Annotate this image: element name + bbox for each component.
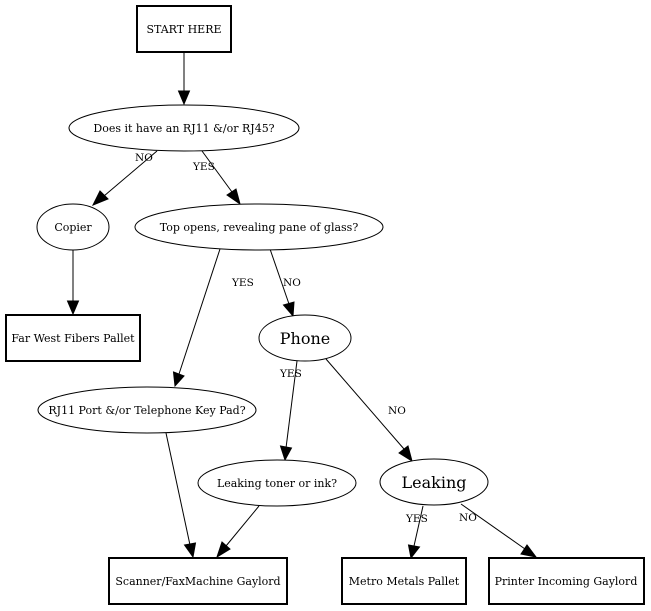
node-phone: Phone <box>258 314 352 362</box>
scanner-fax-box <box>108 557 288 605</box>
edge-rjport-to-scanner <box>165 432 191 546</box>
arrowhead <box>216 541 231 559</box>
node-top-opens: Top opens, revealing pane of glass? <box>134 203 384 251</box>
edge-label-top-yes: YES <box>231 277 254 289</box>
scanner-fax-label: Scanner/FaxMachine Gaylord <box>115 575 280 588</box>
top-opens-ellipse <box>134 203 384 251</box>
leaking-toner-ellipse <box>197 459 357 507</box>
rj-question-label: Does it have an RJ11 &/or RJ45? <box>93 122 274 135</box>
arrowhead <box>226 188 241 206</box>
printer-incoming-box <box>488 557 645 605</box>
arrowhead <box>183 542 197 559</box>
copier-label: Copier <box>54 221 92 234</box>
node-metro-metals: Metro Metals Pallet <box>341 557 467 605</box>
arrowhead <box>177 90 191 106</box>
arrowhead <box>91 190 109 206</box>
node-leaking-toner: Leaking toner or ink? <box>197 459 357 507</box>
top-opens-label: Top opens, revealing pane of glass? <box>160 221 359 234</box>
edge-topopens-to-rjport <box>178 248 221 375</box>
node-start: START HERE <box>136 5 232 53</box>
arrowhead <box>520 544 538 558</box>
edge-label-rj-no: NO <box>135 152 153 164</box>
edge-rj-to-copier <box>103 150 158 197</box>
phone-label: Phone <box>280 329 330 348</box>
arrowhead <box>66 300 80 316</box>
leaking-toner-label: Leaking toner or ink? <box>217 477 337 490</box>
arrowhead <box>279 445 293 462</box>
start-box <box>136 5 232 53</box>
edge-labels: NO YES YES NO YES NO YES NO <box>135 152 477 525</box>
node-copier: Copier <box>36 203 110 251</box>
edge-label-phone-yes: YES <box>279 368 302 380</box>
edge-label-rj-yes: YES <box>192 161 215 173</box>
edge-phone-to-leaking <box>325 358 405 450</box>
node-leaking: Leaking <box>379 458 489 506</box>
copier-ellipse <box>36 203 110 251</box>
metro-metals-label: Metro Metals Pallet <box>349 575 460 588</box>
edge-leaking-to-metro <box>413 505 424 547</box>
far-west-fibers-box <box>5 314 141 362</box>
edge-label-leaking-no: NO <box>459 512 477 524</box>
rj-question-ellipse <box>68 104 300 152</box>
arrowhead <box>407 544 421 560</box>
edge-label-leaking-yes: YES <box>405 513 428 525</box>
node-far-west-fibers: Far West Fibers Pallet <box>5 314 141 362</box>
node-rj-port: RJ11 Port &/or Telephone Key Pad? <box>37 386 257 434</box>
edges <box>66 52 538 560</box>
arrowhead <box>172 371 185 388</box>
printer-incoming-label: Printer Incoming Gaylord <box>495 575 638 588</box>
edge-phone-to-leaktoner <box>285 360 298 449</box>
node-scanner-fax: Scanner/FaxMachine Gaylord <box>108 557 288 605</box>
rj-port-label: RJ11 Port &/or Telephone Key Pad? <box>48 404 245 417</box>
phone-ellipse <box>258 314 352 362</box>
leaking-label: Leaking <box>402 473 467 492</box>
edge-leaktoner-to-scanner <box>225 505 260 547</box>
node-rj-question: Does it have an RJ11 &/or RJ45? <box>68 104 300 152</box>
rj-port-ellipse <box>37 386 257 434</box>
edge-label-top-no: NO <box>283 277 301 289</box>
edge-rj-to-topopens <box>201 150 233 193</box>
arrowhead <box>398 445 413 463</box>
start-label: START HERE <box>146 23 221 36</box>
edge-leaking-to-printer <box>460 503 526 550</box>
node-printer-incoming: Printer Incoming Gaylord <box>488 557 645 605</box>
edge-topopens-to-phone <box>269 248 290 305</box>
edge-label-phone-no: NO <box>388 405 406 417</box>
arrowhead <box>282 301 295 318</box>
metro-metals-box <box>341 557 467 605</box>
far-west-fibers-label: Far West Fibers Pallet <box>11 332 135 345</box>
leaking-ellipse <box>379 458 489 506</box>
